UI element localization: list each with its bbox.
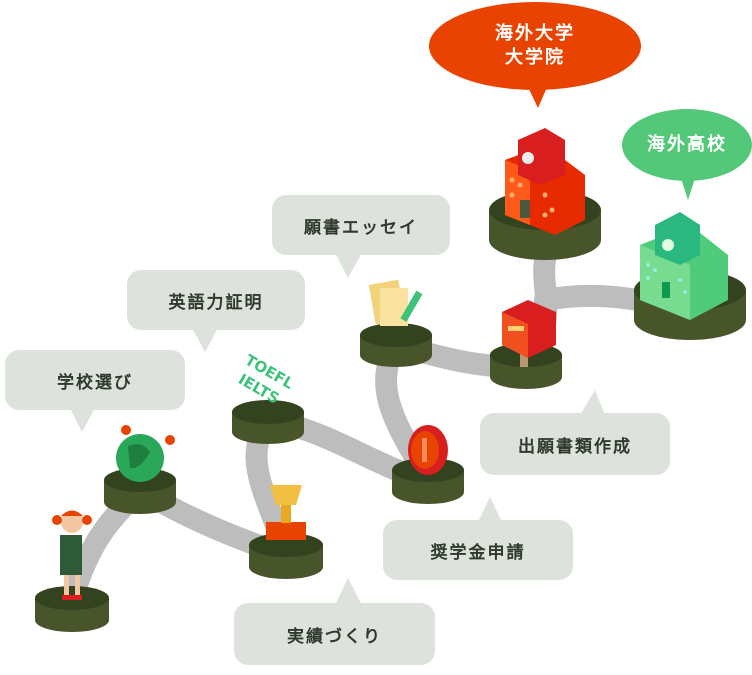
goal-label-high-school: 海外高校 [647,134,727,155]
step-label-school-choice: 学校選び [57,372,133,393]
goal-university-line1: 海外大学 [495,23,575,44]
globe-icon [116,425,175,482]
high-school-bubble [622,109,752,181]
university-bubble [429,2,641,90]
girl-figure [52,510,92,600]
step-label-essay: 願書エッセイ [304,217,418,238]
step-label-achievements: 実績づくり [287,626,382,647]
toefl-ielts-icon: TOEFL IELTS [235,351,297,408]
step-label-scholarship: 奨学金申請 [430,542,526,563]
documents-pencil-icon [368,279,423,326]
university-building-icon [505,128,585,235]
mailbox-icon [502,300,556,367]
step-label-english-proof: 英語力証明 [168,292,264,313]
trophy-icon [266,485,306,540]
coin-icon [408,425,448,475]
step-label-application-docs: 出願書類作成 [518,436,632,457]
high-school-building-icon [640,212,728,320]
goal-label-university: 海外大学 大学院 [430,4,640,88]
speech-bubbles [5,195,670,665]
goal-university-line2: 大学院 [505,47,565,68]
